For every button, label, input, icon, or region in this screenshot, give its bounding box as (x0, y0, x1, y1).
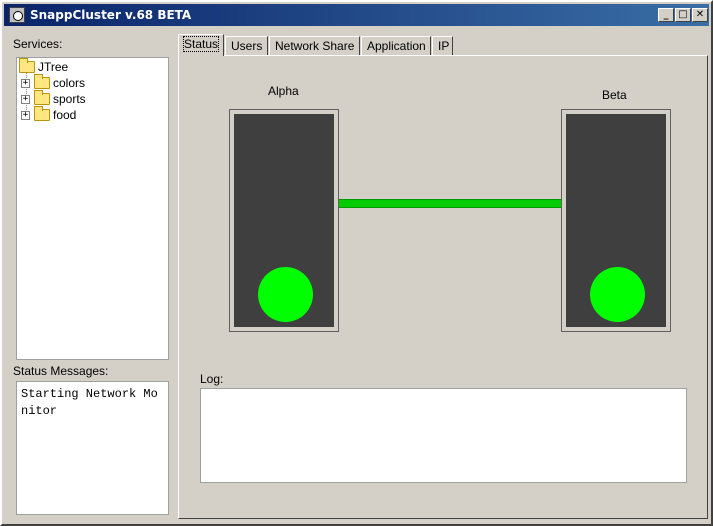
tab-label: Users (231, 39, 263, 53)
status-messages-area[interactable]: Starting Network Monitor (16, 381, 169, 515)
tab-status[interactable]: Status (178, 34, 224, 56)
expand-icon[interactable]: + (21, 109, 30, 120)
services-label: Services: (13, 37, 63, 51)
tree-item-label: sports (53, 92, 86, 106)
maximize-button[interactable]: □ (675, 8, 691, 22)
services-tree[interactable]: JTree + colors + sports + food (16, 57, 169, 360)
tab-application[interactable]: Application (361, 36, 431, 56)
window-title: SnappCluster v.68 BETA (30, 8, 192, 22)
title-bar[interactable]: SnappCluster v.68 BETA _ □ ✕ (4, 4, 709, 26)
folder-icon (34, 90, 50, 105)
cluster-link (339, 199, 562, 208)
app-icon[interactable] (9, 7, 25, 23)
tree-connector (26, 72, 27, 116)
tree-root[interactable]: JTree (19, 58, 69, 75)
log-area[interactable] (200, 388, 687, 483)
tree-item-colors[interactable]: + colors (21, 74, 86, 91)
expand-icon[interactable]: + (21, 77, 30, 88)
folder-icon (34, 74, 50, 89)
expand-icon[interactable]: + (21, 93, 30, 104)
tree-item-sports[interactable]: + sports (21, 90, 86, 107)
node-label-alpha: Alpha (268, 84, 299, 98)
close-button[interactable]: ✕ (692, 8, 708, 22)
tab-users[interactable]: Users (225, 36, 268, 56)
node-alpha[interactable] (229, 109, 339, 332)
node-alpha-status-light (258, 267, 313, 322)
tree-item-label: food (53, 108, 77, 122)
node-label-beta: Beta (602, 88, 627, 102)
node-beta-status-light (590, 267, 645, 322)
minimize-button[interactable]: _ (658, 8, 674, 22)
log-label: Log: (200, 372, 224, 386)
folder-icon (19, 58, 35, 73)
tab-label: Application (367, 39, 426, 53)
tab-label: IP (438, 39, 450, 53)
tab-label: Network Share (275, 39, 355, 53)
node-beta[interactable] (561, 109, 671, 332)
tab-network-share[interactable]: Network Share (269, 36, 360, 56)
tab-ip[interactable]: IP (432, 36, 453, 56)
tree-root-label: JTree (38, 60, 69, 74)
tab-label: Status (182, 36, 220, 52)
tree-item-label: colors (53, 76, 86, 90)
status-messages-label: Status Messages: (13, 364, 109, 378)
folder-icon (34, 106, 50, 121)
tree-item-food[interactable]: + food (21, 106, 77, 123)
